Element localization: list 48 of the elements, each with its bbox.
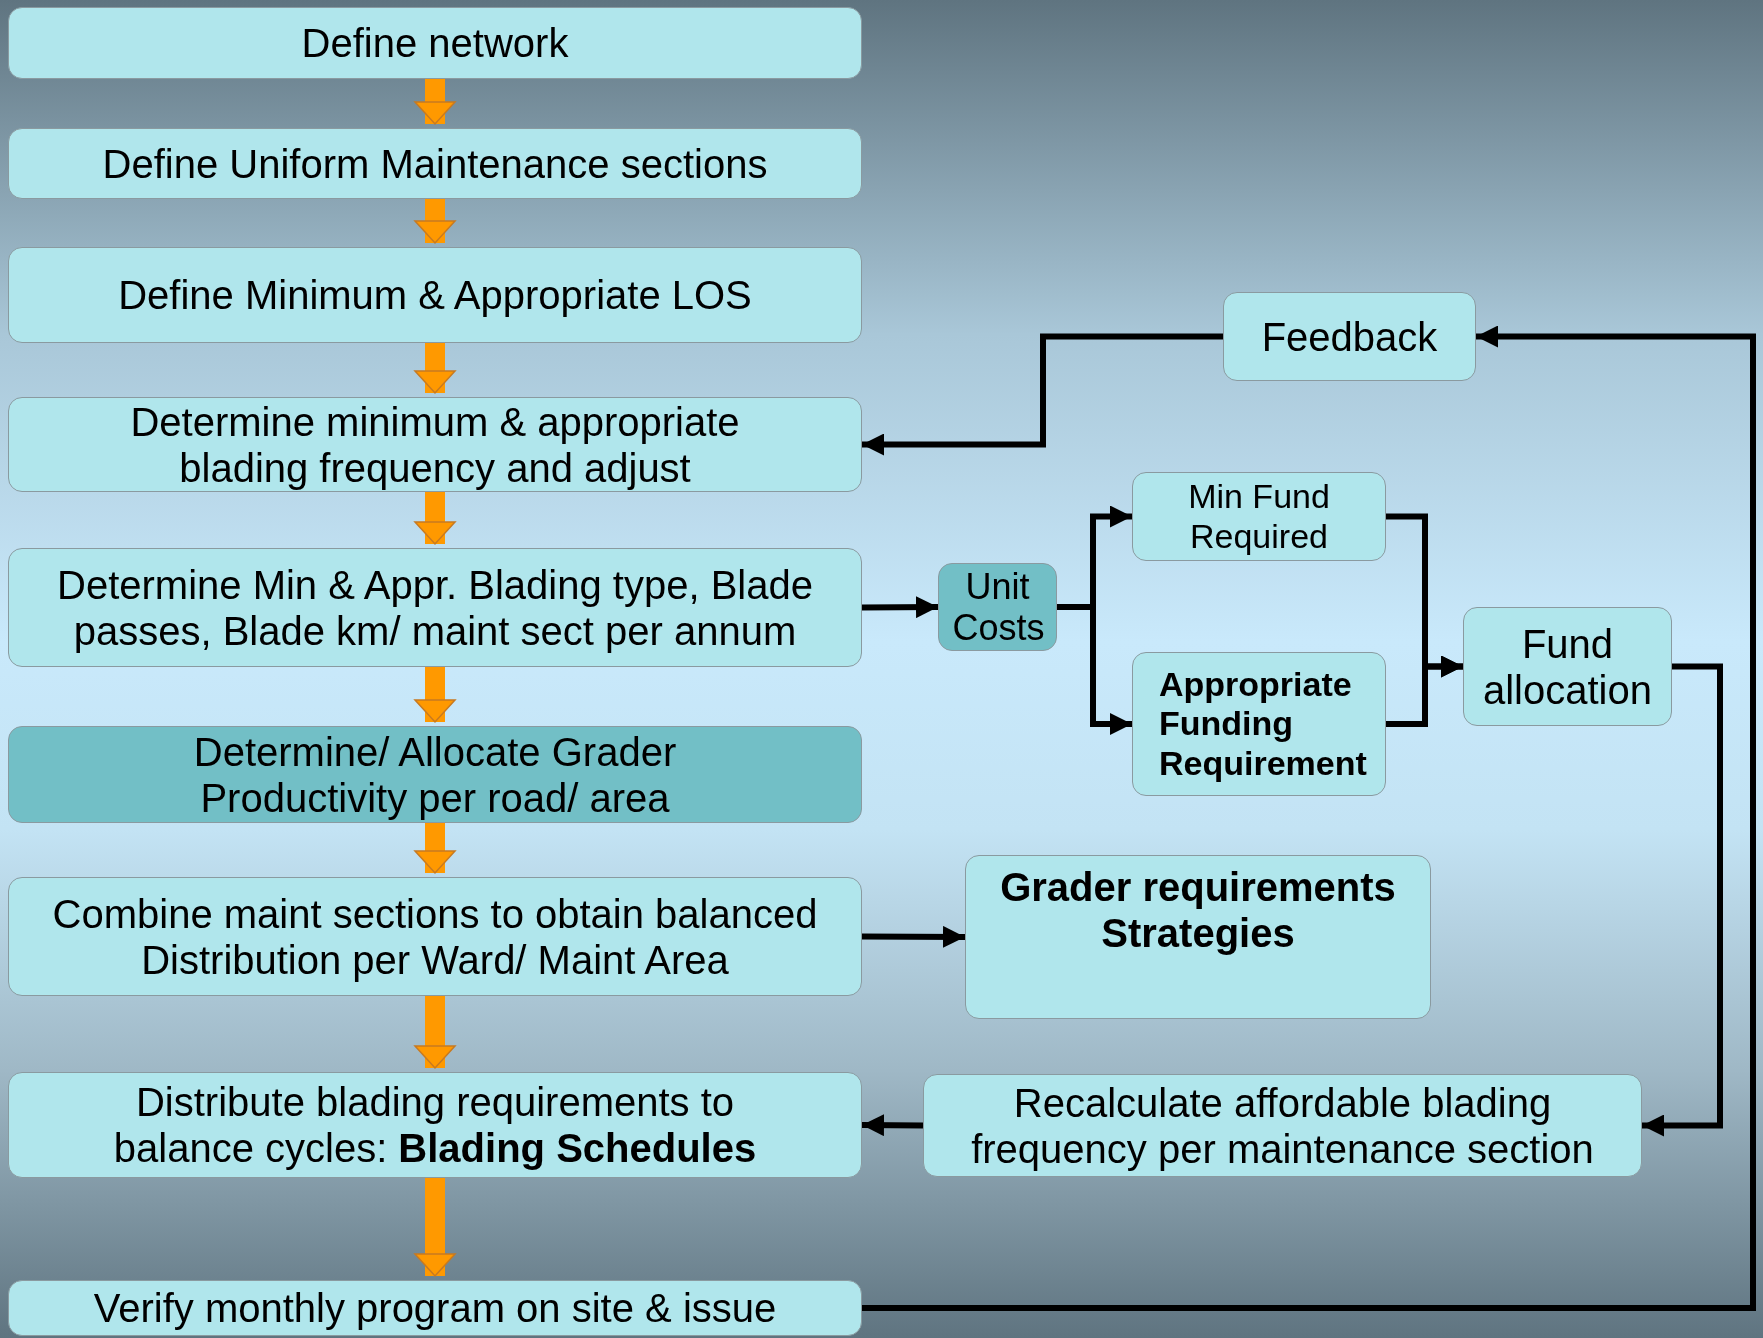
connector-arrow	[1642, 663, 1723, 1137]
box-label: Define network	[301, 20, 569, 66]
connector-arrow	[1386, 655, 1463, 727]
box-label: Determine/ Allocate Grader Productivity per road/ area	[192, 728, 678, 821]
connector-arrow	[862, 333, 1223, 456]
connector-arrow	[1057, 604, 1132, 735]
box-label: Define Uniform Maintenance sections	[102, 140, 768, 187]
block-arrow	[414, 996, 456, 1069]
block-arrow	[414, 343, 456, 394]
process-box	[8, 548, 862, 667]
process-box	[8, 7, 862, 79]
connector-arrow	[862, 925, 965, 948]
connector-arrow	[862, 325, 1756, 1311]
process-box	[1132, 652, 1386, 796]
box-label: Recalculate affordable blading frequency per maintenance section	[970, 1079, 1595, 1172]
connector-arrow	[861, 596, 939, 619]
process-box	[8, 1072, 862, 1178]
box-label: Determine Min & Appr. Blading type, Blade passes, Blade km/ maint sect per annum	[56, 561, 814, 654]
block-arrow	[414, 199, 456, 244]
box-label: Min Fund Required	[1187, 477, 1331, 556]
box-label: Fund allocation	[1482, 620, 1653, 713]
box-label: Define Minimum & Appropriate LOS	[118, 272, 752, 318]
box-label: Appropriate Funding Requirement	[1159, 665, 1368, 783]
box-label: Determine minimum & appropriate blading frequency and adjust	[129, 398, 741, 491]
process-box	[8, 128, 862, 199]
block-arrow	[414, 79, 456, 125]
process-box	[8, 877, 862, 996]
box-label: Feedback	[1261, 313, 1438, 360]
process-box	[8, 726, 862, 823]
block-arrow	[414, 492, 456, 545]
box-label: Verify monthly program on site & issue	[93, 1285, 777, 1331]
box-label: Grader requirements Strategies	[999, 864, 1397, 956]
process-box	[1132, 472, 1386, 561]
process-box	[938, 563, 1057, 651]
box-label: Unit Costs	[952, 565, 1043, 649]
process-box	[8, 1280, 862, 1336]
process-box	[1463, 607, 1672, 726]
block-arrow	[414, 1178, 456, 1277]
block-arrow	[414, 667, 456, 723]
box-label: Combine maint sections to obtain balanced Distribution per Ward/ Maint Area	[51, 890, 819, 983]
process-box	[8, 397, 862, 492]
connector-arrow	[861, 1114, 924, 1137]
box-label: Distribute blading requirements to balance cycles: Blading Schedules	[112, 1079, 758, 1171]
block-arrow	[414, 823, 456, 874]
process-box	[1223, 292, 1476, 381]
process-box	[923, 1074, 1642, 1177]
process-box	[965, 855, 1431, 1019]
process-box	[8, 247, 862, 343]
